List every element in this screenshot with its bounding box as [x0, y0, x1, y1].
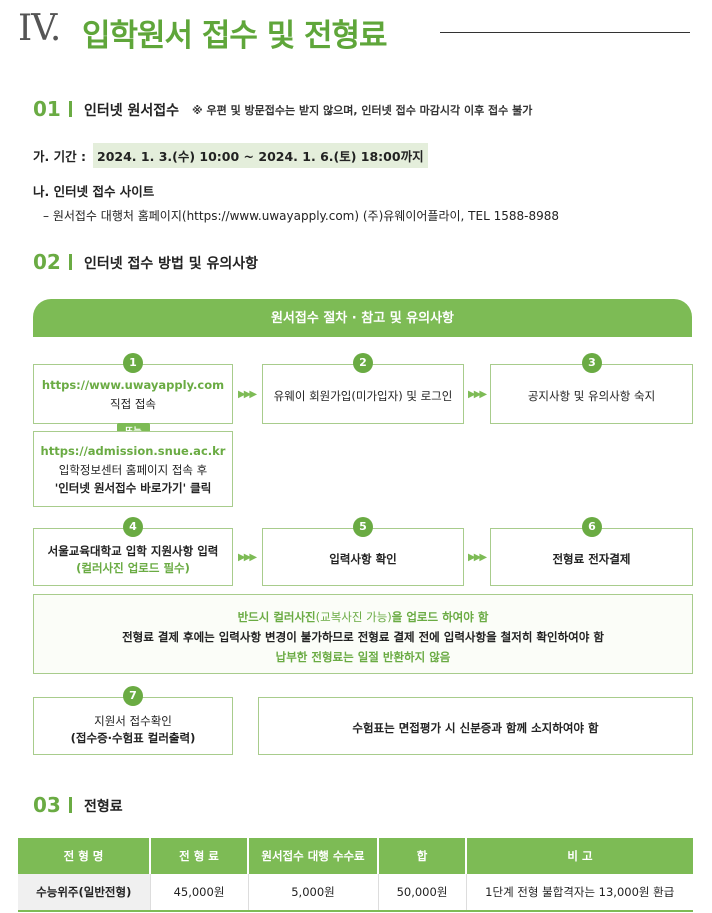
notice-box: 반드시 컬러사진(교복사진 가능)을 업로드 하여야 함 전형료 결제 후에는 … [33, 594, 693, 674]
step-5-badge: 5 [353, 517, 373, 537]
step-4-sub: (컬러사진 업로드 필수) [76, 561, 190, 575]
step-1-alt-desc: 입학정보센터 홈페이지 접속 후 [58, 463, 208, 477]
arrow-icon: ▶▶▶ [238, 389, 257, 400]
site-detail: – 원서접수 대행처 홈페이지(https://www.uwayapply.co… [43, 209, 559, 223]
step-4-badge: 4 [123, 517, 143, 537]
section-title-online-application: 인터넷 원서접수 [84, 103, 180, 119]
uwayapply-url[interactable]: https://www.uwayapply.com [41, 378, 225, 392]
fee-table-header: 전 형 명 전 형 료 원서접수 대행 수수료 합 비 고 [18, 838, 693, 874]
arrow-icon: ▶▶▶ [468, 389, 487, 400]
snue-url[interactable]: https://admission.snue.ac.kr [40, 444, 226, 458]
row-fee: 45,000원 [150, 874, 249, 912]
title-rule [440, 32, 690, 33]
step-3-badge: 3 [582, 353, 602, 373]
step-1-box: https://www.uwayapply.com 직접 접속 [33, 364, 233, 424]
procedure-banner: 원서접수 절차 · 참고 및 유의사항 [33, 299, 692, 337]
period-value: 2024. 1. 3.(수) 10:00 ~ 2024. 1. 6.(토) 18… [93, 143, 428, 168]
notice-line-2: 전형료 결제 후에는 입력사항 변경이 불가하므로 전형료 결제 전에 입력사항… [122, 630, 604, 644]
arrow-icon: ▶▶▶ [238, 552, 257, 563]
header-name: 전 형 명 [18, 838, 151, 874]
step-3-text: 공지사항 및 유의사항 숙지 [527, 389, 656, 403]
row-agency-fee: 5,000원 [248, 874, 379, 912]
row-total: 50,000원 [378, 874, 467, 912]
section-title-method: 인터넷 접수 방법 및 유의사항 [84, 256, 259, 272]
step-5-text: 입력사항 확인 [329, 552, 397, 566]
notice-line-3: 납부한 전형료는 일절 반환하지 않음 [275, 650, 451, 664]
row-name: 수능위주(일반전형) [18, 874, 151, 912]
step-6-text: 전형료 전자결제 [552, 552, 631, 566]
fee-table: 전 형 명 전 형 료 원서접수 대행 수수료 합 비 고 수능위주(일반전형)… [18, 838, 693, 912]
table-row: 수능위주(일반전형) 45,000원 5,000원 50,000원 1단계 전형… [18, 874, 693, 912]
row-remarks: 1단계 전형 불합격자는 13,000원 환급 [466, 874, 693, 912]
notice-uniform: (교복사진 가능) [315, 610, 392, 624]
step-6-box: 전형료 전자결제 [490, 528, 693, 586]
step-7-text: 지원서 접수확인 [94, 714, 172, 728]
step-6-badge: 6 [582, 517, 602, 537]
section-bar [69, 101, 72, 117]
step-7-sub: (접수증·수험표 컬러출력) [70, 731, 196, 745]
notice-upload: 을 업로드 하여야 함 [391, 610, 489, 624]
site-label: 나. 인터넷 접수 사이트 [33, 184, 155, 199]
chapter-numeral: IV. [18, 8, 61, 49]
section-title-fee: 전형료 [84, 799, 123, 815]
section-bar [69, 254, 72, 270]
header-agency-fee: 원서접수 대행 수수료 [248, 838, 379, 874]
application-note: ※ 우편 및 방문접수는 받지 않으며, 인터넷 접수 마감시각 이후 접수 불… [192, 104, 533, 117]
header-fee: 전 형 료 [150, 838, 249, 874]
step-2-text: 유웨이 회원가입(미가입자) 및 로그인 [273, 389, 453, 403]
step-1-desc: 직접 접속 [110, 397, 156, 411]
step-7-note: 수험표는 면접평가 시 신분증과 함께 소지하여야 함 [352, 721, 599, 735]
section-bar [69, 797, 72, 813]
step-7-note-box: 수험표는 면접평가 시 신분증과 함께 소지하여야 함 [258, 697, 693, 755]
arrow-icon: ▶▶▶ [468, 552, 487, 563]
header-total: 합 [378, 838, 467, 874]
page-title: 입학원서 접수 및 전형료 [82, 18, 388, 54]
step-2-box: 유웨이 회원가입(미가입자) 및 로그인 [262, 364, 464, 424]
period-label: 가. 기간 : [33, 149, 86, 164]
step-1-badge: 1 [123, 353, 143, 373]
step-2-badge: 2 [353, 353, 373, 373]
header-remarks: 비 고 [466, 838, 693, 874]
section-number-01: 01 [33, 97, 61, 121]
step-3-box: 공지사항 및 유의사항 숙지 [490, 364, 693, 424]
step-7-badge: 7 [123, 686, 143, 706]
notice-photo: 반드시 컬러사진 [237, 610, 316, 624]
step-7-box: 지원서 접수확인 (접수증·수험표 컬러출력) [33, 697, 233, 755]
section-number-03: 03 [33, 793, 61, 817]
step-1-alt-click: '인터넷 원서접수 바로가기' 클릭 [54, 481, 212, 495]
notice-line-1: 반드시 컬러사진(교복사진 가능)을 업로드 하여야 함 [34, 609, 692, 625]
section-number-02: 02 [33, 250, 61, 274]
step-1-alt-box: https://admission.snue.ac.kr 입학정보센터 홈페이지… [33, 431, 233, 507]
step-4-text: 서울교육대학교 입학 지원사항 입력 [47, 544, 219, 558]
